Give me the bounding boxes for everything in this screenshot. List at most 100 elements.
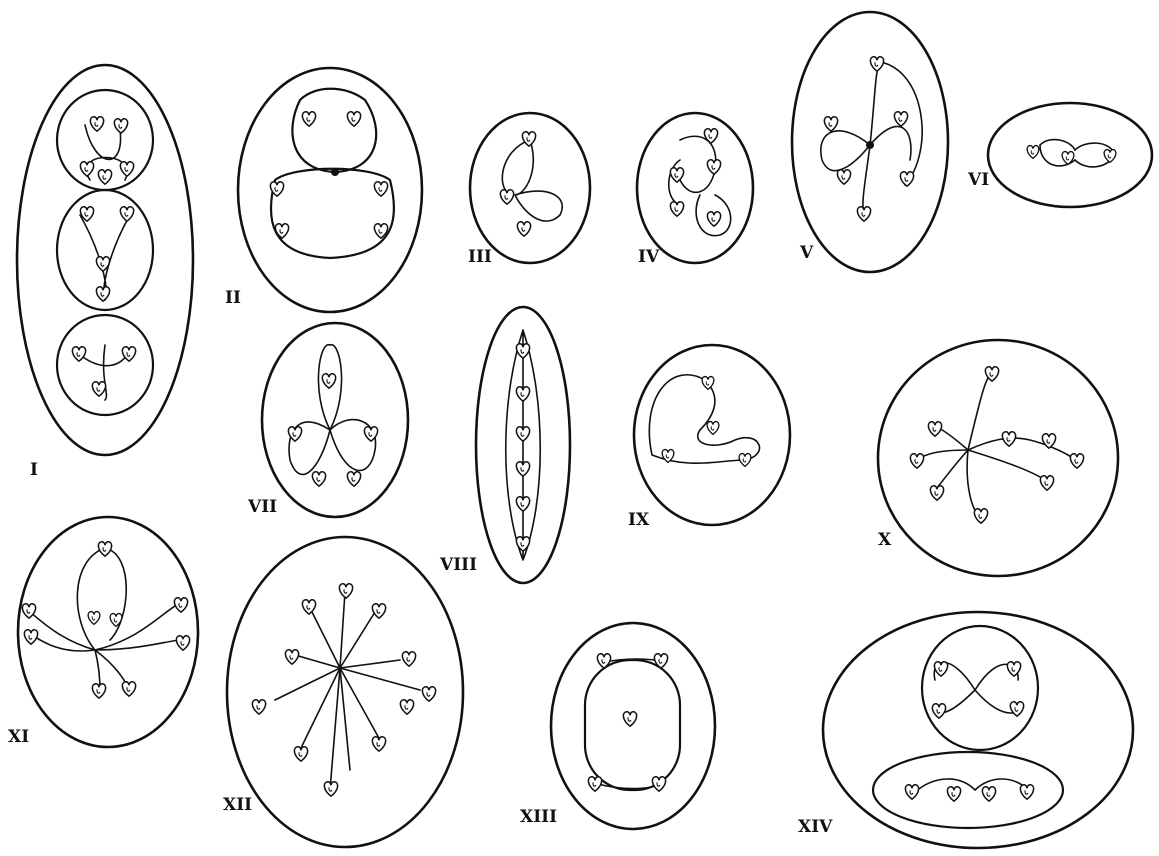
panel-XI: XI [8, 517, 198, 747]
chromosome-icon [670, 168, 683, 182]
chromatin-loops [669, 136, 731, 235]
panel-label: IX [628, 510, 650, 530]
chromatin-loops [289, 345, 376, 475]
chromosome-icon [1002, 432, 1015, 446]
chromosome-icon [704, 129, 717, 143]
panel-VII: VII [247, 323, 408, 517]
chromosome-icon [312, 472, 325, 486]
chromosome-icon [670, 202, 683, 216]
chromosome-icon [90, 117, 103, 131]
chromosome-icon [739, 454, 751, 467]
chromosome-icon [623, 712, 636, 726]
panel-label: XIV [798, 817, 833, 837]
panel-label: II [225, 288, 241, 308]
panel-label: XIII [520, 807, 557, 827]
panel-label: VI [967, 170, 989, 190]
chromosome-icon [98, 542, 111, 556]
chromosome-icon [372, 737, 385, 751]
chromosome-icon [928, 422, 941, 436]
chromosome-icon [402, 652, 415, 666]
chromosome-icon [122, 682, 135, 696]
chromosome-icon [652, 777, 665, 791]
chromosome-icon [947, 787, 960, 801]
panel-label: IV [638, 247, 660, 267]
cell-outline [551, 623, 715, 829]
chromosome-icon [522, 132, 535, 146]
chromosome-icon [92, 684, 105, 698]
centrosome-dot [331, 168, 339, 176]
chromosome-icon [1070, 454, 1083, 468]
chromosome-icon [516, 497, 529, 511]
cell-outline [823, 612, 1133, 848]
chromosome-icon [1027, 146, 1039, 159]
chromosome-icon [1040, 476, 1053, 490]
chromosome-icon [982, 787, 995, 801]
chromosome-loop-upper [292, 89, 376, 172]
chromosome-icon [932, 704, 945, 718]
chromosome-icon [517, 222, 530, 236]
panel-V: V [792, 12, 948, 272]
chromosome-icon [516, 344, 529, 358]
chromosome-icon [24, 630, 37, 644]
chromosome-icon [1104, 150, 1116, 163]
chromosome-icon [92, 382, 105, 396]
chromosome-icon [120, 162, 133, 176]
chromosome-icon [702, 377, 714, 390]
chromosome-icon [894, 112, 907, 126]
panel-XIV: XIV [798, 612, 1133, 848]
panel-II: II [225, 68, 422, 312]
chromosome-icon [500, 190, 513, 204]
panel-I: I [17, 65, 193, 480]
chromosome-icon [72, 347, 85, 361]
panel-X: X [878, 340, 1118, 576]
panel-IX: IX [628, 345, 790, 530]
chromosome-icon [516, 427, 529, 441]
chromosome-icon [905, 785, 918, 799]
panel-VI: VI [967, 103, 1152, 207]
chromosome-icon [870, 57, 883, 71]
chromosome-icon [930, 486, 943, 500]
chromatin-loops [915, 663, 1030, 793]
chromosome-icon [339, 584, 352, 598]
chromosome-icon [516, 387, 529, 401]
chromosome-icon [516, 462, 529, 476]
chromosome-icon [285, 650, 298, 664]
chromosome-icon [857, 207, 870, 221]
chromosome-icon [174, 598, 187, 612]
daughter-nucleus-upper [922, 626, 1038, 750]
chromosome-icon [347, 472, 360, 486]
chromosome-icon [824, 117, 837, 131]
chromosome-icon [1007, 662, 1020, 676]
chromosome-icon [96, 287, 109, 301]
chromosome-icon [98, 170, 111, 184]
chromosome-icon [707, 212, 720, 226]
panel-label: XI [8, 727, 29, 747]
chromosome-icon [347, 112, 360, 126]
panel-IV: IV [637, 113, 753, 267]
spindle-lines [506, 330, 541, 560]
cell-outline [634, 345, 790, 525]
chromosome-icon [120, 207, 133, 221]
chromosome-icon [1042, 434, 1055, 448]
chromosome-icon [400, 700, 413, 714]
chromosome-icon [322, 374, 335, 388]
chromosome-icon [374, 182, 387, 196]
daughter-nucleus-lower [873, 752, 1063, 828]
chromatin-rays [275, 592, 420, 790]
chromosome-icon [900, 172, 913, 186]
chromosome-icon [114, 119, 127, 133]
chromosome-icon [1010, 702, 1023, 716]
chromosome-icon [88, 612, 100, 625]
chromosome-icon [707, 160, 720, 174]
panel-label: VII [247, 497, 277, 517]
chromosome-icon [176, 636, 189, 650]
chromatin-loops [821, 62, 922, 220]
chromosome-icon [974, 509, 987, 523]
chromosome-icon [372, 604, 385, 618]
chromosome-icon [707, 422, 719, 435]
cell-outline [238, 68, 422, 312]
panel-label: I [30, 460, 38, 480]
chromatin-loops [30, 548, 182, 690]
panel-XII: XII [223, 537, 463, 847]
